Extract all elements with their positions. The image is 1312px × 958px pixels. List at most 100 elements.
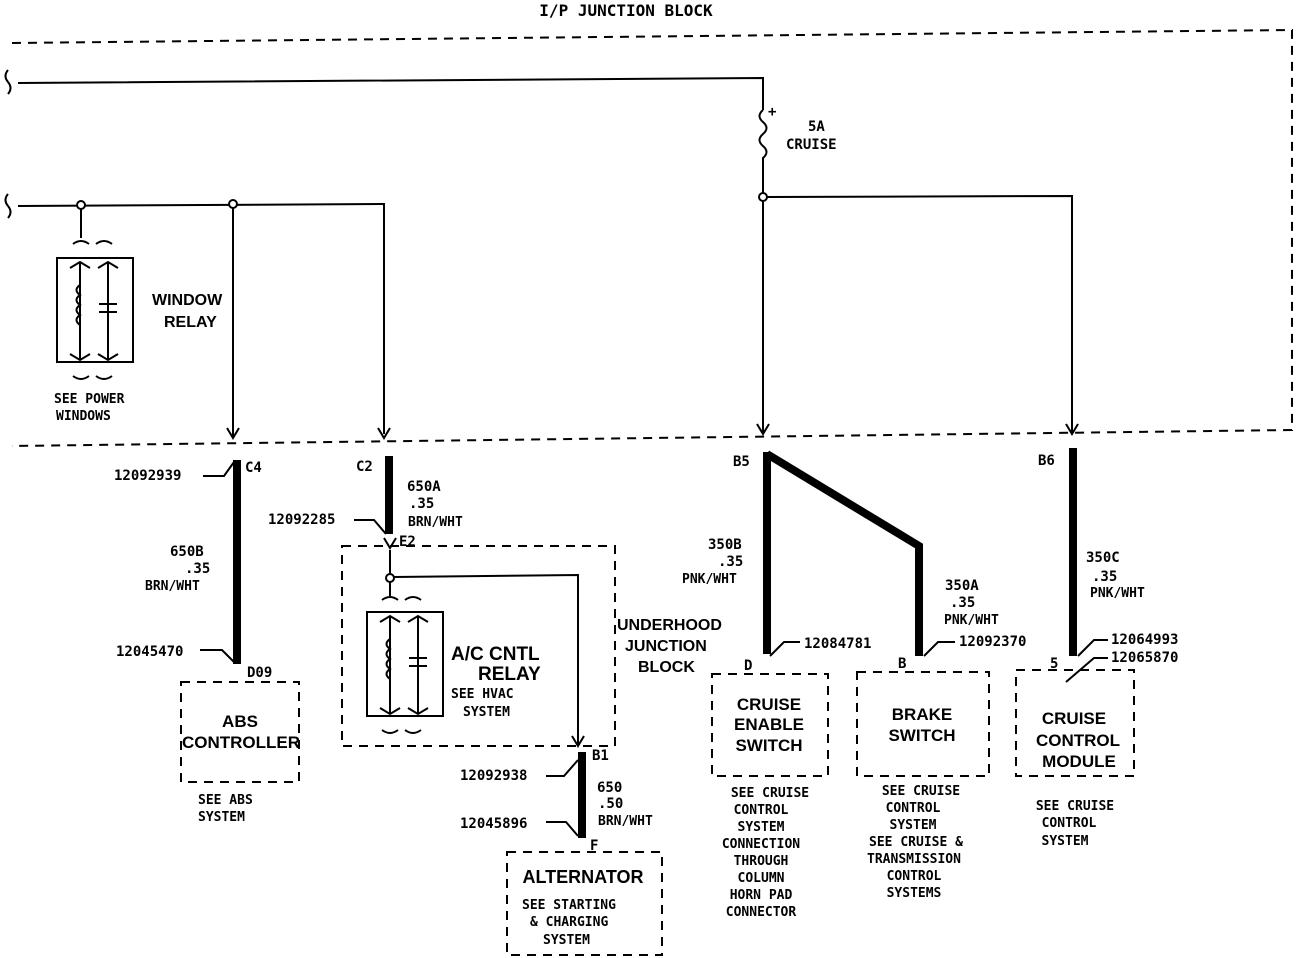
wire-350a-color: PNK/WHT — [944, 613, 999, 628]
wire-650b-color: BRN/WHT — [145, 579, 200, 594]
pn-12092285: 12092285 — [268, 512, 335, 528]
connector-b6: B6 — [1038, 453, 1055, 469]
alternator-box — [506, 851, 663, 956]
brake-notes: SEE CRUISE CONTROL SYSTEM SEE CRUISE & T… — [867, 784, 963, 901]
cruise-enable-note-8: CONNECTOR — [726, 905, 797, 920]
abs-controller-box — [180, 681, 300, 783]
underhood-label-1: UNDERHOOD — [617, 617, 722, 634]
diagram-title: I/P JUNCTION BLOCK — [539, 1, 713, 20]
pn-12045470: 12045470 — [116, 644, 183, 660]
wire-350c-circuit: 350C — [1086, 550, 1120, 566]
wire-650-circuit: 650 — [597, 780, 622, 796]
cruise-enable-note-2: CONTROL — [734, 803, 789, 818]
pn-12065870: 12065870 — [1111, 650, 1178, 666]
cruise-enable-notes: SEE CRUISE CONTROL SYSTEM CONNECTION THR… — [722, 786, 809, 920]
wire-350b-gauge: .35 — [718, 554, 743, 570]
brake-note-3: SYSTEM — [890, 818, 937, 833]
fuse-name: CRUISE — [786, 137, 837, 153]
fuse-polarity: + — [768, 104, 776, 120]
brake-note-7: SYSTEMS — [887, 886, 942, 901]
window-relay-label-2: RELAY — [164, 314, 217, 331]
abs-controller-label-2: CONTROLLER — [182, 733, 300, 752]
brake-switch-box — [856, 671, 990, 777]
wire-650a-circuit: 650A — [407, 479, 441, 495]
pin-d: D — [744, 658, 752, 674]
window-relay-note-1: SEE POWER — [54, 392, 125, 407]
connector-e2: E2 — [399, 534, 416, 550]
ac-relay-note-1: SEE HVAC — [451, 687, 514, 702]
ac-relay-label-2: RELAY — [478, 664, 541, 685]
alternator-note-3: SYSTEM — [543, 933, 590, 948]
underhood-junction-block-outline — [341, 545, 616, 747]
fuse-symbol — [758, 109, 768, 195]
cruise-module-label-2: CONTROL — [1036, 731, 1120, 750]
cruise-module-label-1: CRUISE — [1042, 709, 1106, 728]
window-relay — [56, 240, 134, 380]
wire-650-gauge: .50 — [598, 796, 623, 812]
splice-ac-relay — [385, 573, 395, 583]
harness-350a — [764, 450, 923, 656]
pn-12092370: 12092370 — [959, 634, 1026, 650]
wire-350c-gauge: .35 — [1092, 569, 1117, 585]
cruise-module-label-3: MODULE — [1042, 752, 1116, 771]
splice-fuse-out — [758, 192, 768, 202]
pn-12092938: 12092938 — [460, 768, 527, 784]
cruise-enable-label-3: SWITCH — [735, 736, 802, 755]
cruise-enable-label-1: CRUISE — [737, 695, 801, 714]
splice-abs-feed — [228, 199, 238, 209]
pin-b: B — [898, 656, 906, 672]
cruise-module-note-2: CONTROL — [1042, 816, 1097, 831]
cruise-enable-note-5: THROUGH — [734, 854, 789, 869]
wire-650a-gauge: .35 — [409, 496, 434, 512]
abs-controller-label-1: ABS — [222, 712, 258, 731]
wire-350a-circuit: 350A — [945, 578, 979, 594]
ac-relay-label-1: A/C CNTL — [451, 644, 540, 665]
wire-650a-color: BRN/WHT — [408, 515, 463, 530]
window-feed-wire — [4, 193, 12, 219]
cruise-module-note-1: SEE CRUISE — [1036, 799, 1114, 814]
cruise-enable-label-2: ENABLE — [734, 715, 804, 734]
wire-350b-circuit: 350B — [708, 537, 742, 553]
cruise-enable-note-4: CONNECTION — [722, 837, 800, 852]
connector-d09: D09 — [247, 665, 272, 681]
brake-note-4: SEE CRUISE & — [869, 835, 963, 850]
abs-note-1: SEE ABS — [198, 793, 253, 808]
fuse-rating: 5A — [808, 119, 825, 135]
battery-feed-wire — [4, 69, 12, 95]
ip-junction-block-outline — [11, 28, 1293, 447]
cruise-enable-note-7: HORN PAD — [730, 888, 793, 903]
window-relay-label-1: WINDOW — [152, 292, 223, 309]
window-relay-note-2: WINDOWS — [56, 409, 111, 424]
wire-350a-gauge: .35 — [950, 595, 975, 611]
wire-650-color: BRN/WHT — [598, 814, 653, 829]
cruise-enable-note-6: COLUMN — [738, 871, 785, 886]
underhood-label-2: JUNCTION — [625, 638, 707, 655]
connector-c2: C2 — [356, 459, 373, 475]
wire-350b-color: PNK/WHT — [682, 572, 737, 587]
pn-12064993: 12064993 — [1111, 632, 1178, 648]
splice-window-relay — [76, 200, 86, 210]
cruise-module-note-3: SYSTEM — [1042, 834, 1089, 849]
alternator-note-1: SEE STARTING — [522, 898, 616, 913]
wire-650b-circuit: 650B — [170, 544, 204, 560]
alternator-note-2: & CHARGING — [530, 915, 608, 930]
underhood-label-3: BLOCK — [638, 659, 695, 676]
pn-12092939: 12092939 — [114, 468, 181, 484]
brake-note-1: SEE CRUISE — [882, 784, 960, 799]
brake-switch-label-2: SWITCH — [888, 726, 955, 745]
wire-350c-color: PNK/WHT — [1090, 586, 1145, 601]
ac-relay-note-2: SYSTEM — [463, 705, 510, 720]
abs-note-2: SYSTEM — [198, 810, 245, 825]
cruise-module-notes: SEE CRUISE CONTROL SYSTEM — [1036, 799, 1114, 849]
ac-control-relay — [366, 596, 444, 734]
cruise-enable-note-1: SEE CRUISE — [731, 786, 809, 801]
brake-note-5: TRANSMISSION — [867, 852, 961, 867]
alternator-label: ALTERNATOR — [523, 867, 644, 887]
pn-12084781: 12084781 — [804, 636, 871, 652]
cruise-enable-switch-box — [711, 673, 829, 777]
brake-note-6: CONTROL — [887, 869, 942, 884]
cruise-enable-note-3: SYSTEM — [738, 820, 785, 835]
connector-f: F — [590, 838, 598, 854]
wire-650b-gauge: .35 — [185, 561, 210, 577]
